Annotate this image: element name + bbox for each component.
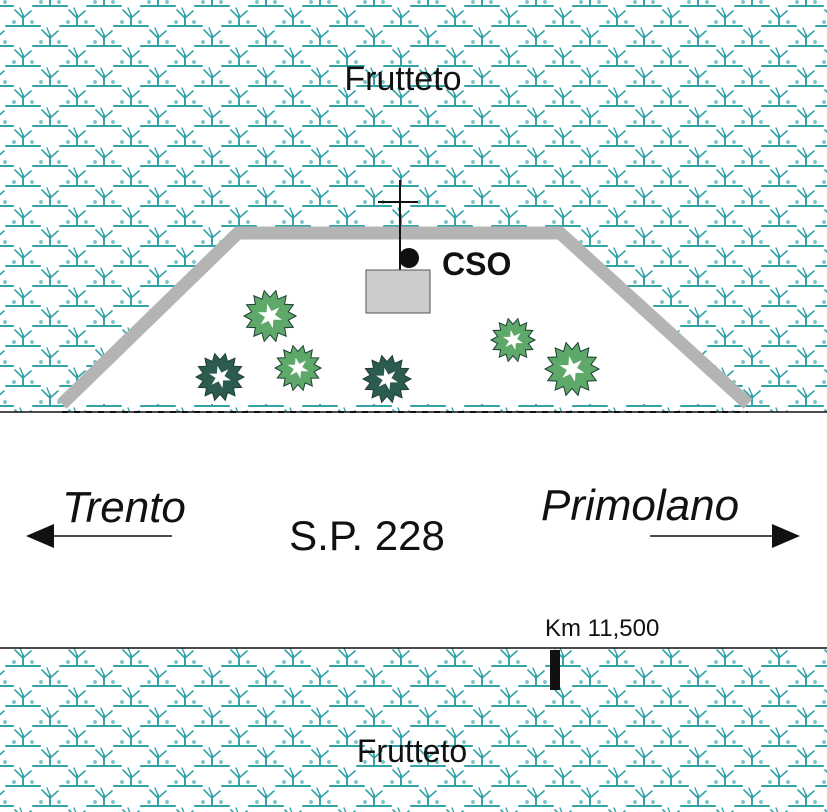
arrow-left-icon: [26, 524, 54, 548]
shrub-icon: [194, 352, 246, 402]
shrub-icon: [543, 341, 601, 397]
shrub-icon: [361, 354, 413, 404]
road-label: S.P. 228: [289, 512, 445, 559]
km-marker: Km 11,500: [545, 615, 659, 690]
shrub-group: [194, 289, 601, 404]
km-marker-post: [550, 650, 560, 690]
monitoring-station: CSO: [365, 180, 511, 314]
orchard-bottom-label: Frutteto: [357, 733, 467, 769]
road-band: [0, 412, 827, 648]
direction-left: Trento: [26, 483, 186, 548]
orchard-top-label: Frutteto: [344, 60, 461, 98]
direction-right: Primolano: [541, 481, 800, 548]
shrub-icon: [489, 317, 537, 363]
arrow-right-icon: [772, 524, 800, 548]
station-label: CSO: [442, 246, 511, 282]
direction-right-label: Primolano: [541, 481, 739, 530]
shrub-icon: [242, 289, 298, 343]
direction-left-label: Trento: [62, 483, 186, 532]
monitoring-station-icon: [399, 248, 419, 268]
shrub-icon: [273, 344, 323, 392]
km-marker-label: Km 11,500: [545, 615, 659, 642]
orchard-bottom-area: [0, 648, 827, 812]
station-box: [365, 269, 431, 314]
